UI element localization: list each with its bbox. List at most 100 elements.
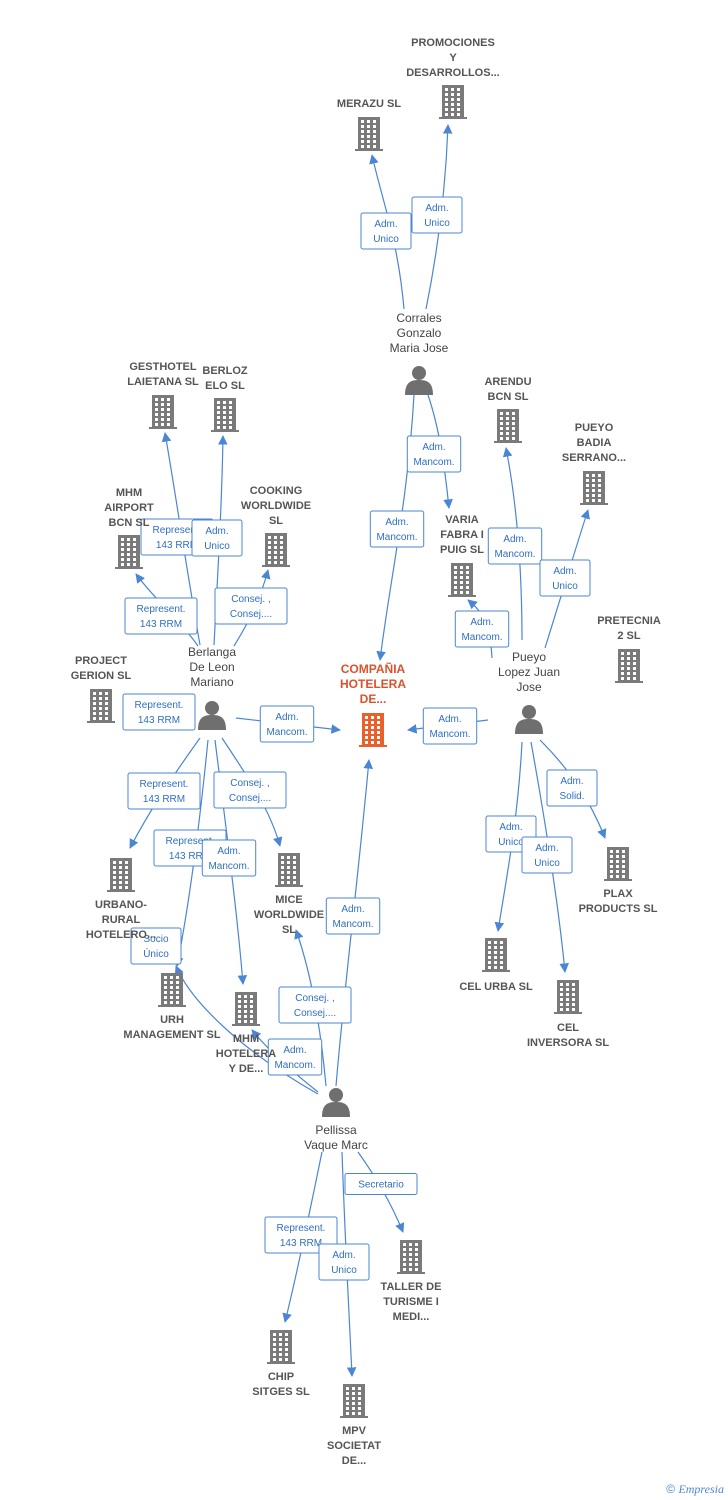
node-mpv[interactable]: MPVSOCIETATDE... bbox=[327, 1384, 381, 1467]
edge-label-text: Adm. bbox=[503, 534, 526, 545]
edge-label-text: 143 RRM bbox=[280, 1238, 322, 1249]
node-label: PLAX bbox=[603, 888, 633, 900]
node-label: CEL bbox=[557, 1022, 579, 1034]
edge-label-corrales-varia[interactable]: Adm.Mancom. bbox=[406, 435, 462, 473]
edge-label-pellissa-main[interactable]: Adm.Mancom. bbox=[325, 897, 381, 935]
edge-label-text: Consej. , bbox=[231, 594, 270, 605]
person-icon bbox=[515, 705, 543, 734]
edge-label-text: Adm. bbox=[385, 517, 408, 528]
edge-label-pellissa-mhmhotelera[interactable]: Adm.Mancom. bbox=[267, 1038, 323, 1076]
edge-label-berlanga-urbano[interactable]: Represent.143 RRM bbox=[127, 772, 201, 810]
node-label: MPV bbox=[342, 1425, 367, 1437]
edge-label-pueyo-main[interactable]: Adm.Mancom. bbox=[422, 707, 478, 745]
building-icon bbox=[115, 535, 143, 569]
edge-label-corrales-promociones[interactable]: Adm.Unico bbox=[411, 196, 463, 234]
copyright-footer: © Empresia bbox=[666, 1482, 724, 1497]
node-label: GERION SL bbox=[71, 670, 132, 682]
edge-label-berlanga-project[interactable]: Represent.143 RRM bbox=[122, 693, 196, 731]
edge-label-text: Mancom. bbox=[494, 549, 535, 560]
node-label: BCN SL bbox=[109, 517, 150, 529]
node-promociones[interactable]: PROMOCIONESYDESARROLLOS... bbox=[406, 37, 500, 119]
node-label: BERLOZ bbox=[202, 365, 248, 377]
node-main[interactable]: COMPAÑIAHOTELERADE... bbox=[340, 661, 406, 747]
edge-label-text: Adm. bbox=[499, 822, 522, 833]
edge-label-text: Adm. bbox=[217, 846, 240, 857]
node-label: HOTELERO... bbox=[86, 929, 156, 941]
node-label: PROJECT bbox=[75, 655, 127, 667]
edge-label-berlanga-mhmairport[interactable]: Represent.143 RRM bbox=[124, 597, 198, 635]
node-label: Pellissa bbox=[315, 1123, 357, 1137]
edge-label-berlanga-cooking[interactable]: Consej. , Consej.... bbox=[214, 587, 288, 625]
edge-label-text: Mancom. bbox=[376, 532, 417, 543]
edge-label-pueyo-varia[interactable]: Adm.Mancom. bbox=[454, 610, 510, 648]
building-icon bbox=[158, 973, 186, 1007]
node-label: BCN SL bbox=[488, 391, 529, 403]
edge-label-pueyo-arendu[interactable]: Adm. Mancom. bbox=[487, 527, 543, 565]
edge-label-pellissa-chip[interactable]: Represent. 143 RRM bbox=[264, 1216, 338, 1254]
edge-label-berlanga-mice[interactable]: Consej. ,Consej.... bbox=[213, 771, 287, 809]
edge-label-berlanga-mhmhotelera[interactable]: Adm.Mancom. bbox=[201, 839, 257, 877]
edge-label-text: Mancom. bbox=[429, 729, 470, 740]
node-label: FABRA I bbox=[440, 529, 484, 541]
node-label: SL bbox=[282, 924, 296, 936]
edge-label-pellissa-taller[interactable]: Secretario bbox=[344, 1173, 418, 1195]
node-label: Berlanga bbox=[188, 645, 236, 659]
edge-label-text: Unico bbox=[498, 837, 524, 848]
node-pueyobadia[interactable]: PUEYOBADIASERRANO... bbox=[562, 422, 626, 505]
node-label: HOTELERA bbox=[340, 677, 406, 691]
node-label: SERRANO... bbox=[562, 452, 626, 464]
node-label: DESARROLLOS... bbox=[406, 67, 500, 79]
edge-label-text: Represent. bbox=[135, 700, 184, 711]
edge-label-pellissa-mpv[interactable]: Adm.Unico bbox=[318, 1243, 370, 1281]
node-label: Y bbox=[449, 52, 457, 64]
edge-label-corrales-main[interactable]: Adm. Mancom. bbox=[369, 510, 425, 548]
edge-label-text: Unico bbox=[204, 541, 230, 552]
edge-label-text: Represent. bbox=[277, 1223, 326, 1234]
node-label: Maria Jose bbox=[390, 341, 449, 355]
node-project[interactable]: PROJECT GERION SL bbox=[71, 655, 132, 723]
edge-label-pueyo-celinversora[interactable]: Adm.Unico bbox=[521, 836, 573, 874]
person-icon bbox=[198, 701, 226, 730]
edge-label-text: Adm. bbox=[422, 442, 445, 453]
node-celurba[interactable]: CEL URBA SL bbox=[459, 938, 533, 993]
edge-label-text: Consej.... bbox=[230, 609, 272, 620]
edge-label-text: Mancom. bbox=[461, 632, 502, 643]
node-label: URH bbox=[160, 1014, 184, 1026]
building-icon bbox=[482, 938, 510, 972]
edge-label-pueyo-plax[interactable]: Adm.Solid. bbox=[546, 769, 598, 807]
building-icon bbox=[355, 117, 383, 151]
edge-label-pueyo-pueyobadia[interactable]: Adm.Unico bbox=[539, 559, 591, 597]
node-label: 2 SL bbox=[617, 630, 641, 642]
person-icon bbox=[405, 366, 433, 395]
edge-label-berlanga-berloz[interactable]: Adm.Unico bbox=[191, 519, 243, 557]
node-merazu[interactable]: MERAZU SL bbox=[337, 98, 401, 151]
edge-label-text: Mancom. bbox=[332, 919, 373, 930]
edge-label-corrales-merazu[interactable]: Adm.Unico bbox=[360, 212, 412, 250]
building-icon bbox=[340, 1384, 368, 1418]
edge-label-berlanga-main[interactable]: Adm.Mancom. bbox=[259, 705, 315, 743]
edge-label-pellissa-mice[interactable]: Consej. ,Consej.... bbox=[278, 986, 352, 1024]
node-urbano[interactable]: URBANO-RURALHOTELERO... bbox=[86, 858, 156, 941]
main-building-icon bbox=[359, 713, 387, 747]
edge-label-text: Represent. bbox=[166, 836, 215, 847]
